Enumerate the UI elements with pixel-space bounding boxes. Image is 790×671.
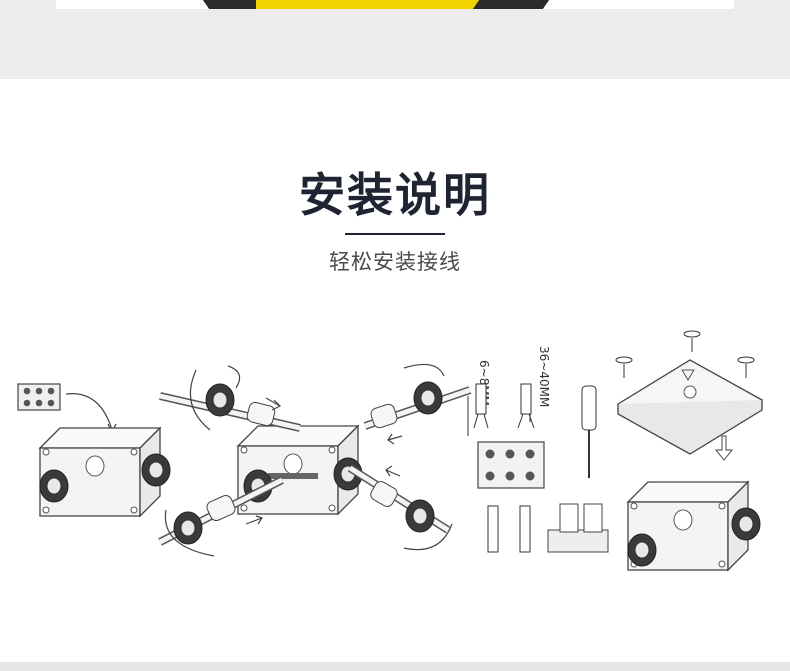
step4-assembled-box	[627, 481, 761, 571]
step3-screwdriver	[581, 385, 597, 478]
step4-down-arrow	[714, 435, 734, 461]
photo-yellow-body	[256, 0, 496, 9]
strip-length-long-label: 36~40MM	[537, 346, 551, 407]
page-title: 安装说明	[299, 168, 491, 222]
step2-junction-box	[237, 425, 363, 515]
installation-illustration: 6~8MM 36~40MM	[17, 330, 764, 571]
bottom-band	[0, 662, 790, 671]
step2-gland-bottom-right	[347, 464, 453, 551]
step2-gland-top-right	[363, 363, 472, 430]
photo-dark-edge-right	[472, 0, 550, 9]
step3-terminal-block	[477, 441, 545, 489]
step4-screws	[615, 330, 755, 378]
step2-gland-top-left	[159, 365, 301, 432]
title-divider	[345, 233, 445, 235]
step1-junction-box	[39, 427, 171, 517]
step2-gland-bottom-left	[158, 476, 284, 557]
step1-insert-arrow	[65, 393, 113, 431]
page-subtitle: 轻松安装接线	[329, 250, 461, 274]
step3-wires	[487, 505, 531, 553]
step3-wire-strip-short: 6~8MM	[467, 360, 491, 436]
step4-lid	[616, 359, 764, 455]
product-photo-strip	[56, 0, 734, 9]
step3-wire-strip-long: 36~40MM	[517, 346, 551, 429]
step3-connected-block	[547, 503, 609, 553]
step1-terminal-block	[17, 383, 61, 411]
top-photo-band	[0, 0, 790, 79]
step2-direction-arrows	[245, 397, 403, 525]
